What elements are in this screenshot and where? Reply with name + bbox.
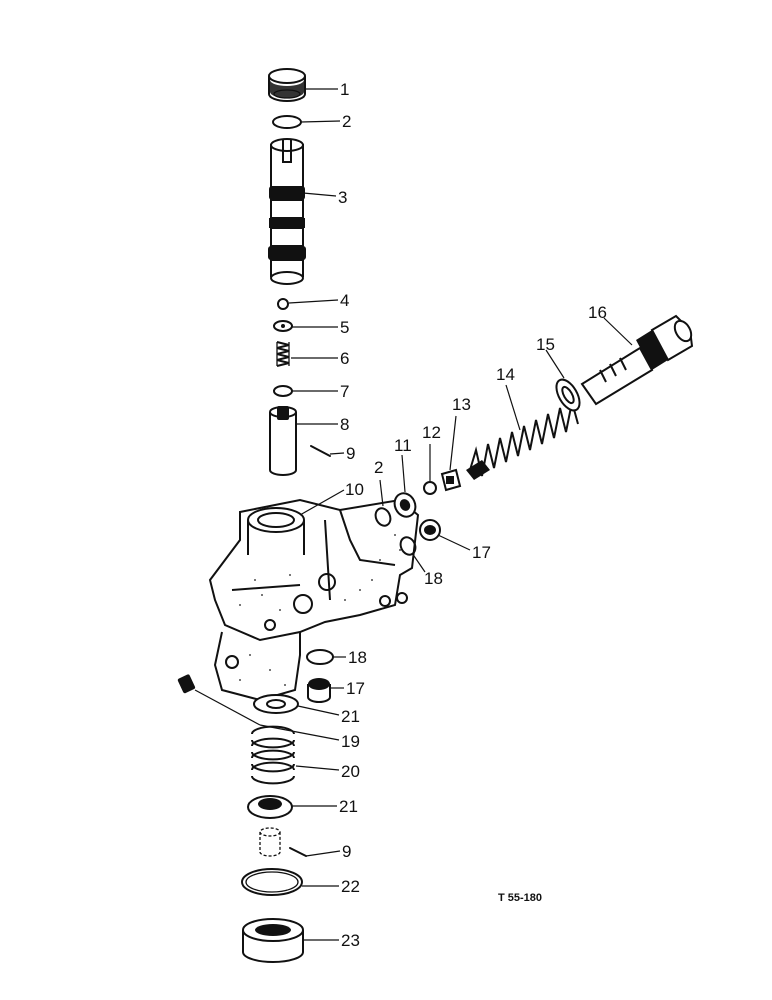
callout-19: 19 <box>341 732 360 751</box>
callout-8: 8 <box>340 415 349 434</box>
part-9-pin-upper <box>310 445 331 457</box>
callout-7: 7 <box>340 382 349 401</box>
callout-9-lower: 9 <box>342 842 351 861</box>
part-22-ring <box>241 868 303 896</box>
callout-18-side: 18 <box>424 569 443 588</box>
callout-3: 3 <box>338 188 347 207</box>
part-1-cap <box>268 68 306 102</box>
callout-9: 9 <box>346 444 355 463</box>
callout-14: 14 <box>496 365 515 384</box>
callout-16: 16 <box>588 303 607 322</box>
leader-lines <box>194 88 633 941</box>
callout-12: 12 <box>422 423 441 442</box>
pump-housing <box>208 498 420 702</box>
part-8-sleeve <box>269 406 297 476</box>
part-23-cap-nut <box>242 918 304 963</box>
part-18-ring-lower <box>306 649 334 665</box>
callout-17-side: 17 <box>472 543 491 562</box>
callout-5: 5 <box>340 318 349 337</box>
callout-4: 4 <box>340 291 349 310</box>
part-14-spring <box>466 401 579 480</box>
callout-2: 2 <box>342 112 351 131</box>
callouts: 1 2 3 4 5 6 7 8 9 10 2 11 12 13 14 15 16… <box>338 80 607 950</box>
callout-15: 15 <box>536 335 555 354</box>
callout-23: 23 <box>341 931 360 950</box>
part-9-pin-lower <box>289 847 307 857</box>
part-3-plunger <box>268 138 306 285</box>
part-21-washer-upper <box>253 694 299 714</box>
callout-20: 20 <box>341 762 360 781</box>
callout-6: 6 <box>340 349 349 368</box>
callout-21-lower: 21 <box>339 797 358 816</box>
callout-1: 1 <box>340 80 349 99</box>
part-13-guide <box>440 468 462 492</box>
callout-18-lower: 18 <box>348 648 367 667</box>
callout-21-upper: 21 <box>341 707 360 726</box>
part-6-spring <box>276 341 290 367</box>
part-4-ball <box>277 298 289 310</box>
part-2-ring <box>272 115 302 129</box>
part-5-seat <box>273 320 293 332</box>
part-19-grub-screw <box>177 674 196 694</box>
part-12-ball <box>423 481 437 495</box>
callout-2-side: 2 <box>374 458 383 477</box>
part-15-washer <box>555 378 581 412</box>
part-11-nut <box>393 492 417 518</box>
part-16-adjuster <box>580 314 694 406</box>
part-21-washer-lower <box>247 795 293 819</box>
part-17-plug-side <box>419 519 441 541</box>
part-2-ring-side <box>374 507 392 527</box>
part-18-ring-side <box>399 536 417 556</box>
callout-11: 11 <box>394 436 412 455</box>
callout-22: 22 <box>341 877 360 896</box>
part-7-washer <box>273 385 293 397</box>
part-20-spring <box>251 725 295 785</box>
part-small-collar <box>259 827 281 857</box>
callout-13: 13 <box>452 395 471 414</box>
part-17-plug-lower <box>307 678 331 703</box>
figure-reference-code: T 55-180 <box>498 892 542 904</box>
callout-10: 10 <box>345 480 364 499</box>
callout-17-lower: 17 <box>346 679 365 698</box>
